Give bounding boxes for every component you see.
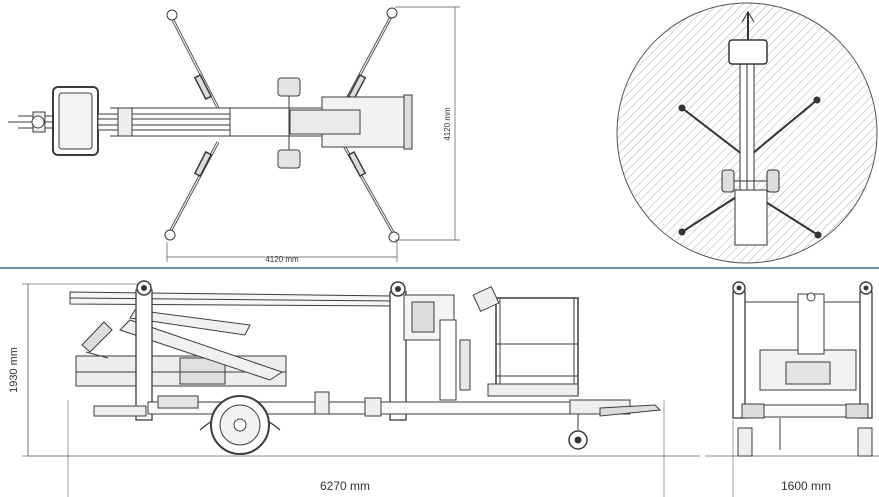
basket-top [52,86,99,156]
boom-cylinder [81,321,113,359]
drawbar [568,399,662,450]
top-view [8,6,460,262]
top-dimension-lines [166,6,460,262]
side-height-label: 1930 mm [8,347,20,393]
side-view [22,280,700,497]
rear-view [705,281,879,497]
pivot-assembly [403,294,471,401]
footprint-view [616,2,878,264]
outrigger-pads [164,7,400,243]
wheels-top [277,77,301,169]
rear-width-label: 1600 mm [781,479,831,493]
side-length-label: 6270 mm [320,479,370,493]
link-arm [119,309,284,381]
front-mast [135,280,153,421]
rear-mast [389,281,407,421]
basket-side [472,285,579,397]
chassis-top [229,94,413,150]
road-wheel [199,395,281,455]
outrigger-cylinders [193,73,367,178]
top-width-label: 4120 mm [265,255,299,264]
top-height-label: 4120 mm [443,107,452,141]
upper-boom [69,291,396,307]
tow-bar [8,111,55,133]
